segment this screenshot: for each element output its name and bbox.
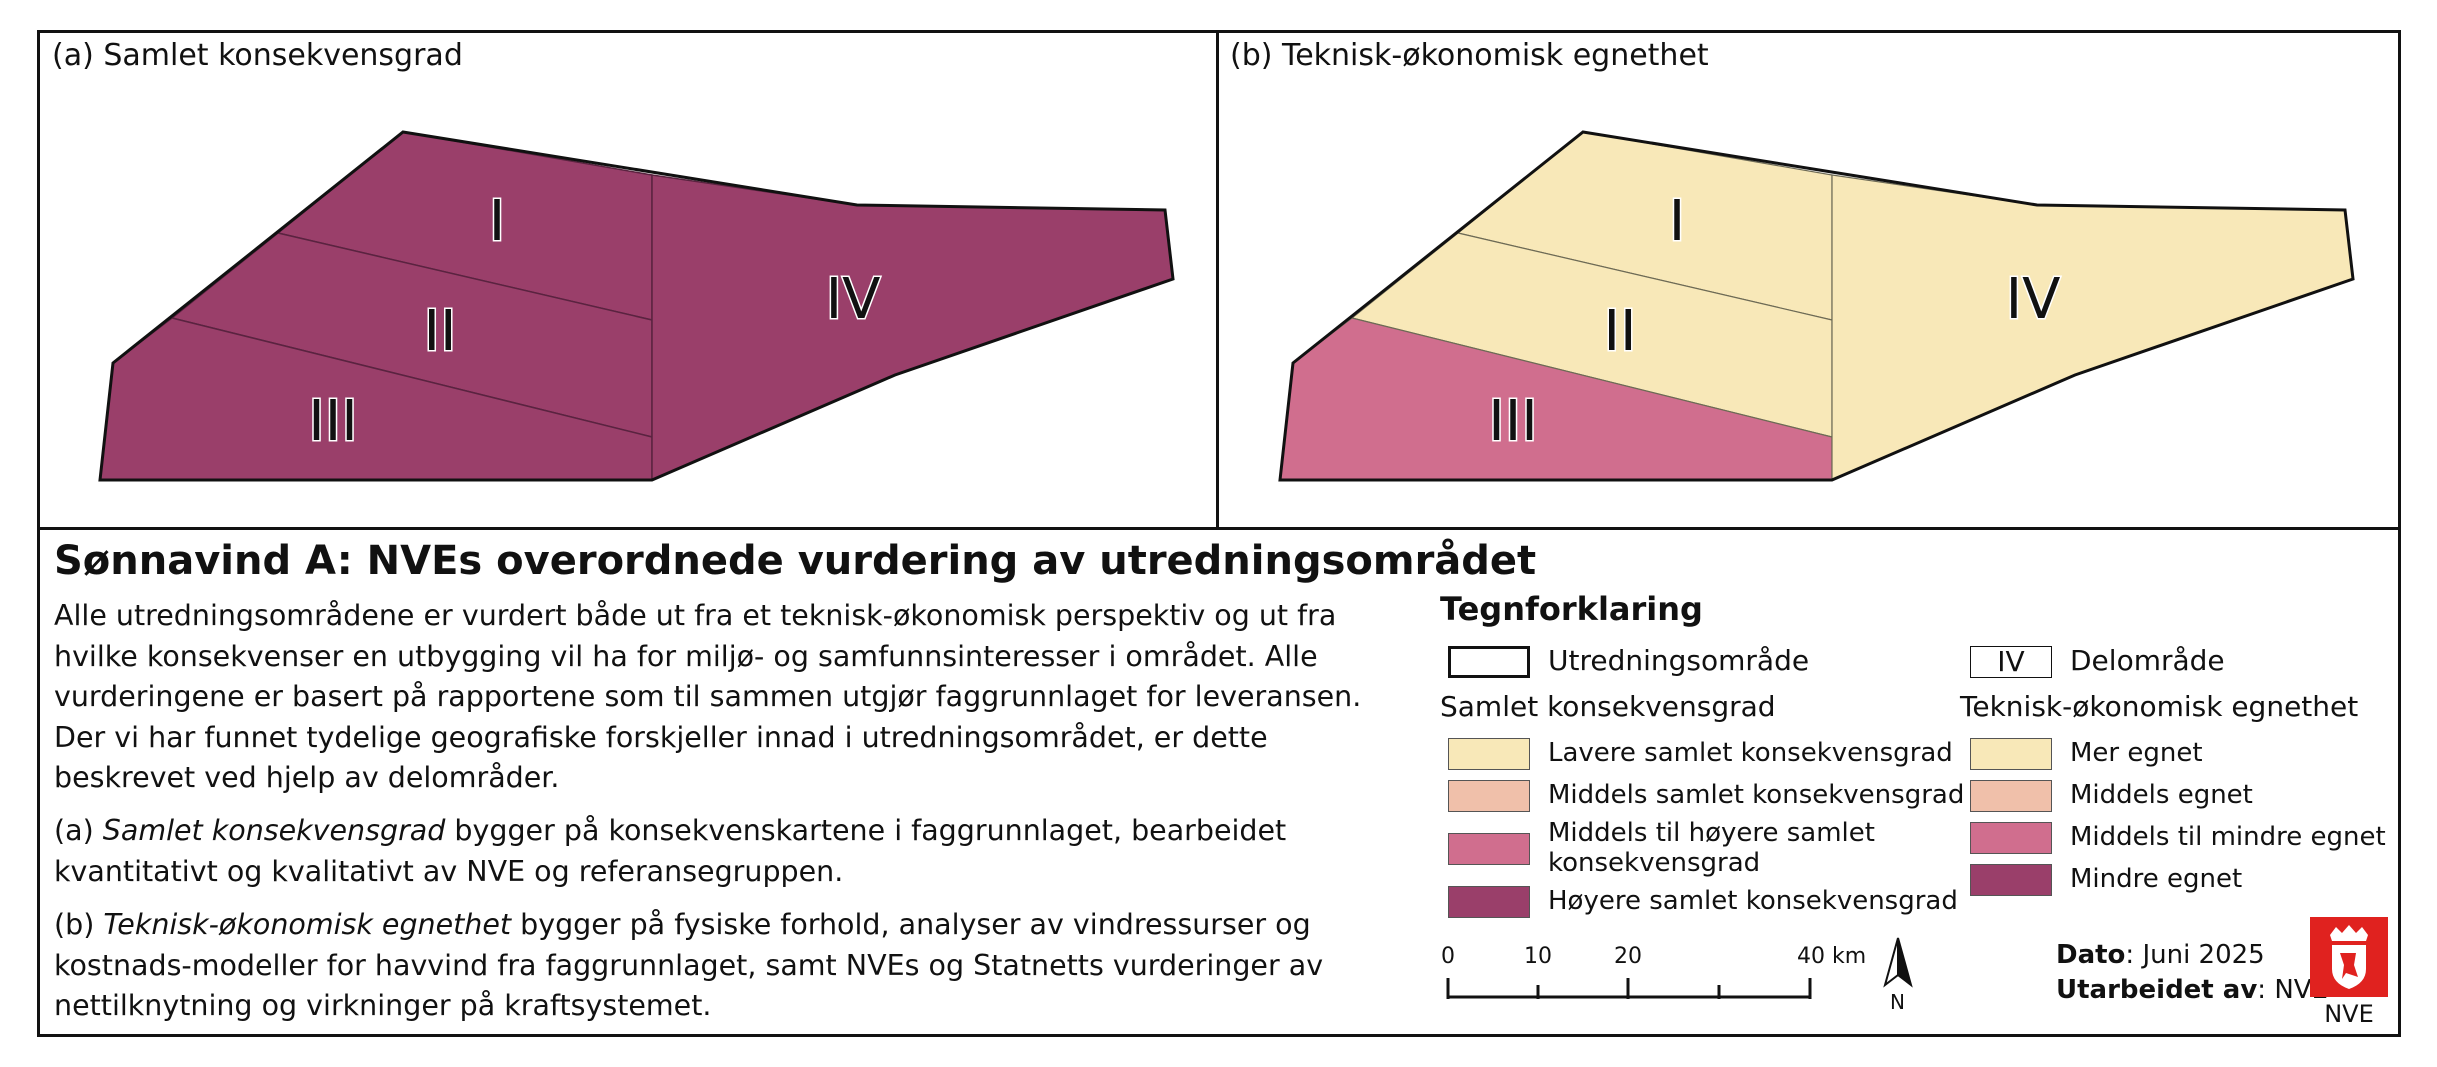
map-frame bbox=[37, 30, 2401, 1037]
legend-col1-label-2: Middels samlet konsekvensgrad bbox=[1548, 780, 1965, 810]
north-label: N bbox=[1890, 990, 1905, 1014]
legend-col2-label-3: Middels til mindre egnet bbox=[2070, 822, 2386, 852]
panel-b-label-I: I bbox=[1669, 189, 1686, 254]
legend-outline-swatch bbox=[1448, 646, 1530, 678]
legend-title: Tegnforklaring bbox=[1440, 590, 1703, 628]
panel-a-area-IV[interactable] bbox=[651, 174, 1174, 482]
legend-outline-label: Utredningsområde bbox=[1548, 644, 1810, 677]
scale-tick-10: 10 bbox=[1524, 944, 1552, 969]
paragraph-b-term: Teknisk-økonomisk egnethet bbox=[103, 908, 512, 941]
legend-col1-label-1: Lavere samlet konsekvensgrad bbox=[1548, 738, 1953, 768]
legend-col1-label-4: Høyere samlet konsekvensgrad bbox=[1548, 886, 1958, 916]
paragraph-b: (b) Teknisk-økonomisk egnethet bygger på… bbox=[54, 905, 1384, 1027]
date-label: Dato bbox=[2056, 940, 2126, 970]
nve-logo bbox=[2310, 917, 2388, 997]
legend-col2-swatch-1 bbox=[1970, 738, 2052, 770]
page-title: Sønnavind A: NVEs overordnede vurdering … bbox=[54, 538, 1537, 584]
paragraph-b-prefix: (b) bbox=[54, 908, 104, 941]
scale-unit: km bbox=[1832, 944, 1867, 969]
panel-b-outline bbox=[1278, 130, 2355, 482]
panel-divider-horizontal bbox=[37, 527, 2401, 530]
north-arrow-icon bbox=[1883, 937, 1913, 988]
legend-col2-heading: Teknisk-økonomisk egnethet bbox=[1960, 690, 2359, 723]
scale-tick-20: 20 bbox=[1614, 944, 1642, 969]
legend-col2-label-1: Mer egnet bbox=[2070, 738, 2203, 768]
author-label: Utarbeidet av bbox=[2056, 975, 2258, 1005]
date-value: : Juni 2025 bbox=[2125, 940, 2265, 970]
date-line: Dato: Juni 2025 bbox=[2056, 940, 2265, 970]
panel-b-area-IV[interactable] bbox=[1831, 174, 2354, 481]
legend-col1-swatch-4 bbox=[1448, 886, 1530, 918]
intro-paragraph: Alle utredningsområdene er vurdert både … bbox=[54, 599, 1362, 794]
panel-b-label: (b) Teknisk-økonomisk egnethet bbox=[1230, 38, 1709, 73]
paragraph-a-rest: bygger på konsekvenskartene i faggrunnla… bbox=[54, 814, 1287, 888]
paragraph-a-prefix: (a) bbox=[54, 814, 103, 847]
legend-col1-swatch-2 bbox=[1448, 780, 1530, 812]
coat-of-arms-icon bbox=[2330, 925, 2368, 989]
legend-subarea-label: Delområde bbox=[2070, 644, 2225, 677]
panel-a-map: I II III IV bbox=[98, 130, 1175, 482]
legend-col1-heading: Samlet konsekvensgrad bbox=[1440, 690, 1776, 723]
panel-b-label-III: III bbox=[1488, 389, 1538, 454]
legend-col2-label-2: Middels egnet bbox=[2070, 780, 2253, 810]
paragraph-a-term: Samlet konsekvensgrad bbox=[102, 814, 446, 847]
legend-col1-swatch-1 bbox=[1448, 738, 1530, 770]
paragraph-a: (a) Samlet konsekvensgrad bygger på kons… bbox=[54, 811, 1384, 892]
paragraph-b-rest: bygger på fysiske forhold, analyser av v… bbox=[54, 908, 1324, 1022]
legend-col2-label-4: Mindre egnet bbox=[2070, 864, 2243, 894]
panel-a-label: (a) Samlet konsekvensgrad bbox=[52, 38, 463, 73]
legend-col2-swatch-3 bbox=[1970, 822, 2052, 854]
legend-col1-label-3: Middels til høyere samlet konsekvensgrad bbox=[1548, 818, 1875, 878]
legend-col2-swatch-4 bbox=[1970, 864, 2052, 896]
panel-divider-vertical bbox=[1216, 30, 1219, 530]
legend-col1-swatch-3 bbox=[1448, 833, 1530, 865]
panel-a-label-III: III bbox=[308, 389, 358, 454]
scale-bar bbox=[1446, 978, 1812, 999]
legend-col2-swatch-2 bbox=[1970, 780, 2052, 812]
scale-tick-0: 0 bbox=[1441, 944, 1455, 969]
panel-a-label-I: I bbox=[489, 189, 506, 254]
legend-subarea-swatch: IV bbox=[1970, 646, 2052, 678]
author-line: Utarbeidet av: NVE bbox=[2056, 975, 2328, 1005]
panel-b-label-IV: IV bbox=[2006, 267, 2061, 332]
panel-b-label-II: II bbox=[1603, 299, 1636, 364]
panel-a-label-II: II bbox=[423, 299, 456, 364]
panel-a-outline bbox=[98, 130, 1175, 482]
panel-b-map: I II III IV bbox=[1278, 130, 2355, 482]
panel-a-label-IV: IV bbox=[826, 267, 881, 332]
scale-tick-40: 40 bbox=[1797, 944, 1825, 969]
nve-logo-text: NVE bbox=[2324, 1000, 2374, 1028]
